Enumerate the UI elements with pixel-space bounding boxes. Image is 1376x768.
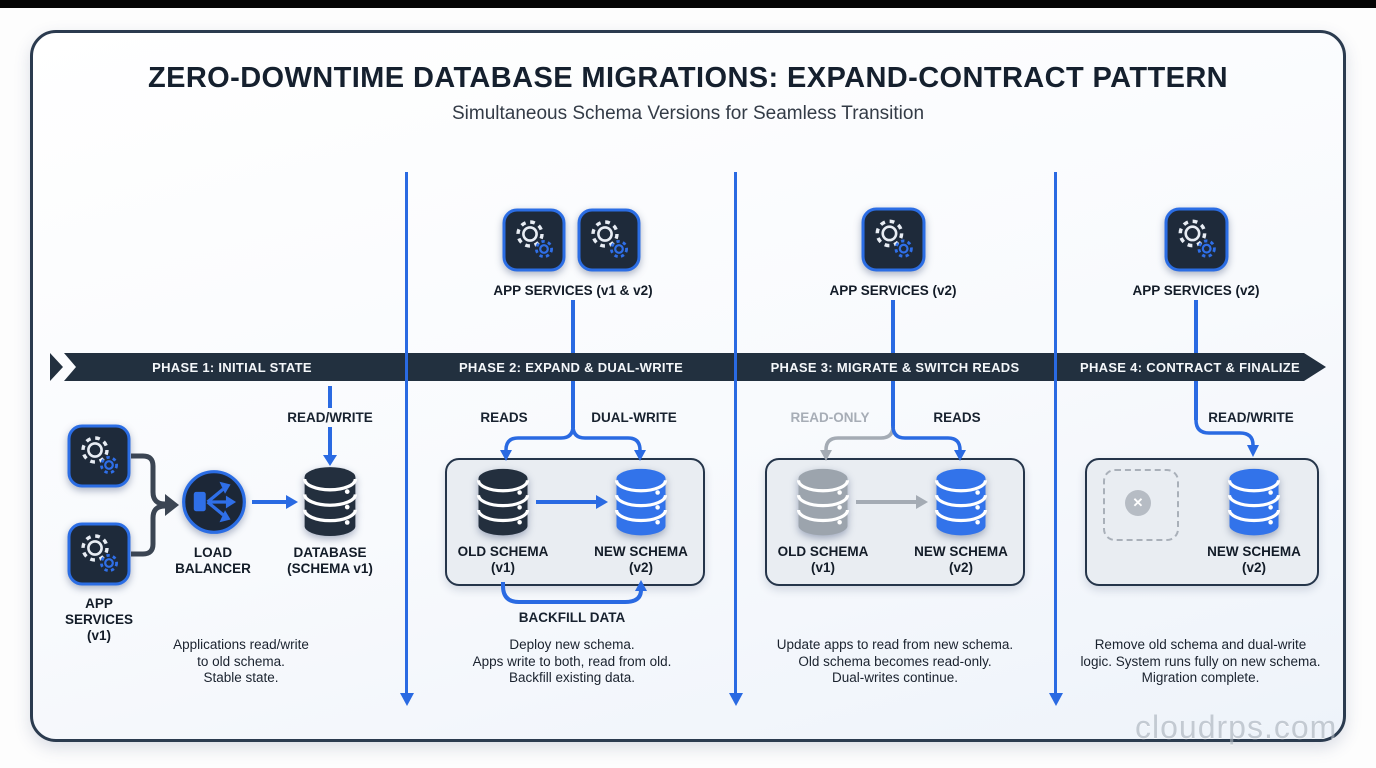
app-service-icon	[502, 208, 566, 272]
phase2-split-arrows	[500, 425, 646, 461]
phase4-readwrite-label: READ/WRITE	[1208, 410, 1294, 425]
readwrite-down-arrow	[323, 427, 336, 466]
removed-old-schema-placeholder	[1103, 469, 1179, 541]
diagram-card	[30, 30, 1346, 742]
readwrite-stub-line	[328, 386, 332, 408]
phase2-reads-label: READS	[480, 410, 528, 425]
app-services-v1-label: APP SERVICES (v1)	[64, 596, 134, 643]
phase-divider-3	[1048, 172, 1063, 706]
app-services-v2-label: APP SERVICES (v2)	[1132, 283, 1260, 298]
database-schema-v1-label: DATABASE (SCHEMA v1)	[287, 545, 373, 576]
app-service-icon	[1164, 207, 1229, 272]
phase3-split-arrows	[820, 425, 966, 461]
phase3-bar-label: PHASE 3: MIGRATE & SWITCH READS	[770, 360, 1020, 375]
app-service-icon	[67, 424, 131, 488]
page-title: ZERO-DOWNTIME DATABASE MIGRATIONS: EXPAN…	[147, 62, 1228, 94]
app-services-v1v2-label: APP SERVICES (v1 & v2)	[493, 283, 653, 298]
old-to-new-arrow	[856, 495, 928, 508]
phase1-description: Applications read/write to old schema. S…	[173, 637, 309, 685]
old-schema-label: OLD SCHEMA (v1)	[457, 544, 549, 575]
load-balancer-label: LOAD BALANCER	[175, 545, 251, 576]
phase-divider-1	[399, 172, 414, 706]
lb-to-db-arrow	[252, 495, 298, 508]
backfill-arrow	[501, 580, 647, 604]
phase4-curve-arrow	[1194, 418, 1259, 457]
old-schema-v1-icon	[474, 468, 532, 538]
phase2-dualwrite-label: DUAL-WRITE	[591, 410, 677, 425]
new-schema-label: NEW SCHEMA (v2)	[914, 544, 1008, 575]
backfill-data-label: BACKFILL DATA	[518, 610, 626, 625]
phase3-readonly-label: READ-ONLY	[790, 410, 870, 425]
new-schema-v2-icon	[1225, 468, 1283, 538]
old-schema-v1-icon	[794, 468, 852, 538]
x-removed-icon: ✕	[1125, 490, 1151, 516]
new-schema-v2-icon	[932, 468, 990, 538]
phase2-description: Deploy new schema. Apps write to both, r…	[472, 637, 672, 685]
new-schema-label: NEW SCHEMA (v2)	[1207, 544, 1301, 575]
watermark: cloudrps.com	[1135, 709, 1338, 745]
old-schema-label: OLD SCHEMA (v1)	[777, 544, 869, 575]
phase4-bar-label: PHASE 4: CONTRACT & FINALIZE	[1079, 360, 1300, 375]
app-service-icon	[861, 207, 926, 272]
app-services-v2-label: APP SERVICES (v2)	[829, 283, 957, 298]
new-schema-v2-icon	[612, 468, 670, 538]
phase3-description: Update apps to read from new schema. Old…	[776, 637, 1014, 685]
app-service-icon	[577, 208, 641, 272]
load-balancer-icon	[180, 468, 248, 536]
phase-divider-2	[728, 172, 743, 706]
converge-connector	[131, 453, 179, 557]
old-to-new-arrow	[536, 495, 608, 508]
phase4-schema-panel	[1085, 458, 1319, 586]
database-schema-v1-icon	[301, 466, 359, 539]
phase2-bar-label: PHASE 2: EXPAND & DUAL-WRITE	[458, 360, 684, 375]
timeline-bar	[64, 353, 1326, 381]
phase3-reads-label: READS	[933, 410, 981, 425]
phase1-bar-label: PHASE 1: INITIAL STATE	[152, 360, 312, 375]
page-subtitle: Simultaneous Schema Versions for Seamles…	[451, 103, 925, 124]
new-schema-label: NEW SCHEMA (v2)	[594, 544, 688, 575]
top-letterbox-strip	[0, 0, 1376, 8]
phase4-description: Remove old schema and dual-write logic. …	[1080, 637, 1321, 685]
phase1-readwrite-label: READ/WRITE	[287, 410, 373, 425]
